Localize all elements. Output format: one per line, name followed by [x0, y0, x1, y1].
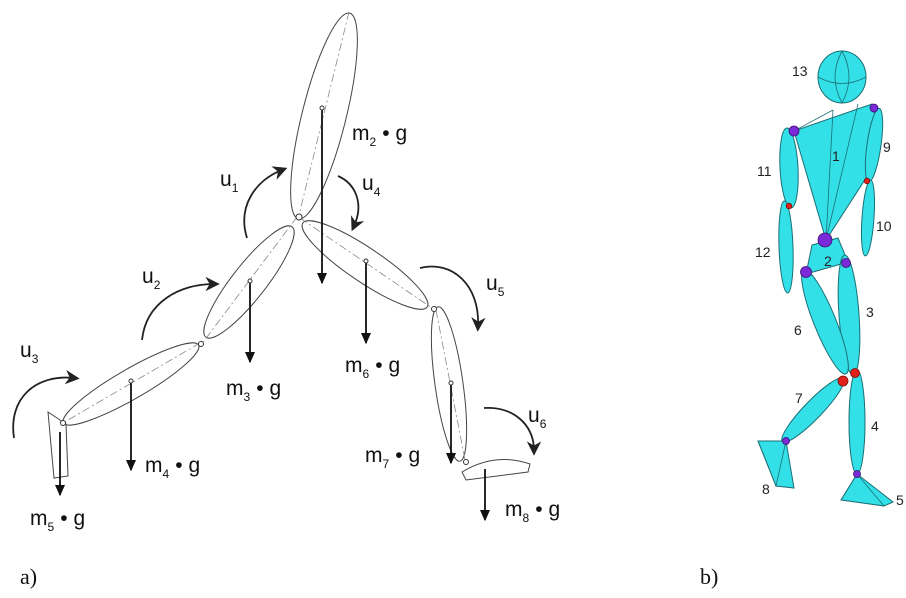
- label-m3g: m3•g: [226, 377, 281, 404]
- segment-number-8: 8: [762, 481, 770, 497]
- segment-number-12: 12: [755, 244, 771, 260]
- joint-knee-right: [850, 368, 860, 378]
- joint-hip-left: [800, 266, 812, 278]
- label-m7g: m7•g: [365, 444, 420, 471]
- segment-number-13: 13: [792, 63, 808, 79]
- segment-number-1: 1: [832, 148, 840, 164]
- segment-number-6: 6: [794, 322, 802, 338]
- torque-arc-u6: [483, 407, 542, 456]
- label-m6g: m6•g: [345, 354, 400, 381]
- left-ankle-joint: [60, 420, 66, 426]
- joint-lumbar: [817, 232, 833, 248]
- label-m5g: m5•g: [30, 507, 85, 534]
- segment-number-11: 11: [757, 163, 772, 179]
- segment-number-7: 7: [795, 390, 803, 406]
- body-forearm-right: [778, 200, 794, 294]
- label-u4: u4: [362, 172, 381, 199]
- torque-arc-u1: [243, 166, 288, 239]
- segment-number-4: 4: [871, 418, 879, 434]
- joint-ankle-left: [782, 437, 790, 445]
- right-knee-joint: [431, 306, 437, 312]
- segment-right-thigh: [299, 217, 433, 310]
- segment-number-10: 10: [876, 218, 892, 234]
- segment-left-foot: [47, 411, 69, 479]
- label-u3: u3: [20, 339, 39, 366]
- caption-b: b): [700, 564, 718, 589]
- torque-arc-u5: [419, 265, 486, 332]
- joint-elbow-left: [863, 177, 871, 185]
- body-head: [817, 50, 867, 104]
- body-forearm-left: [860, 179, 876, 257]
- label-m4g: m4•g: [145, 454, 200, 481]
- hip-joint: [295, 213, 303, 221]
- segment-trunk: [290, 11, 358, 220]
- label-u1: u1: [220, 168, 239, 195]
- segment-number-3: 3: [866, 304, 874, 320]
- panel-b-humanoid: 1 2 3 4 5 6 7 8 9 10 11 12 13 b): [700, 50, 904, 589]
- joint-elbow-right: [785, 202, 793, 210]
- segment-number-5: 5: [896, 492, 904, 508]
- label-u2: u2: [142, 265, 161, 292]
- torque-arc-u4: [337, 175, 365, 232]
- segment-number-2: 2: [824, 253, 832, 269]
- label-u6: u6: [528, 404, 547, 431]
- label-u5: u5: [486, 272, 505, 299]
- label-m8g: m8•g: [505, 498, 560, 525]
- caption-a: a): [20, 564, 37, 589]
- joint-shoulder-left: [869, 103, 879, 113]
- joint-knee-left: [837, 375, 849, 387]
- label-m2g: m2•g: [352, 122, 407, 149]
- segment-right-foot: [461, 459, 531, 481]
- joint-hip-right: [841, 258, 851, 268]
- torque-arc-u2: [141, 276, 220, 341]
- panel-a-model: m2•g m3•g m4•g m5•g m6•g m7•g m8•g u1 u2…: [12, 11, 560, 589]
- body-shank-right: [848, 369, 866, 475]
- joint-shoulder-right: [788, 125, 800, 137]
- torque-arc-u3: [12, 369, 80, 439]
- left-knee-joint: [198, 341, 204, 347]
- segment-number-9: 9: [883, 139, 891, 155]
- right-ankle-joint: [463, 459, 469, 465]
- joint-ankle-right: [853, 470, 861, 478]
